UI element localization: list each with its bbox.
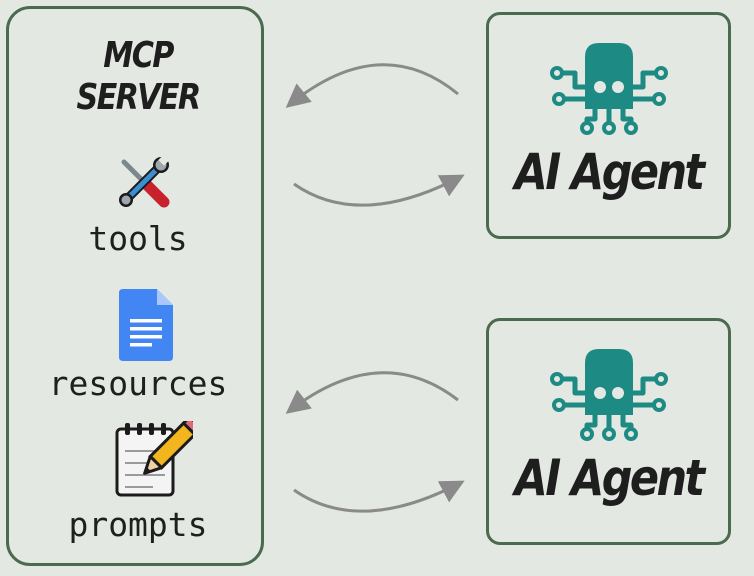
octopus-circuit-icon [550,43,668,135]
document-icon [119,289,173,361]
agent-box-1: AI Agent [486,12,731,239]
agent-label-1: AI Agent [514,143,705,201]
server-title-line2: SERVER [76,77,201,118]
resources-label: resources [48,364,228,403]
agent-label-2: AI Agent [514,449,705,507]
prompts-label: prompts [68,505,208,544]
arrow-server-to-agent1 [293,174,465,207]
agent-box-2: AI Agent [486,318,731,545]
server-title-line1: MCP [103,35,174,76]
tools-label: tools [88,219,188,258]
octopus-circuit-icon [550,349,668,441]
server-title: MCP SERVER [30,35,247,119]
notepad-pencil-icon [115,421,193,497]
arrow-agent2-to-server [285,371,459,414]
mcp-server-box: MCP SERVER tools resources [6,6,264,566]
wrench-screwdriver-icon [119,154,170,208]
arrow-agent1-to-server [285,63,459,108]
arrow-server-to-agent2 [293,480,465,513]
